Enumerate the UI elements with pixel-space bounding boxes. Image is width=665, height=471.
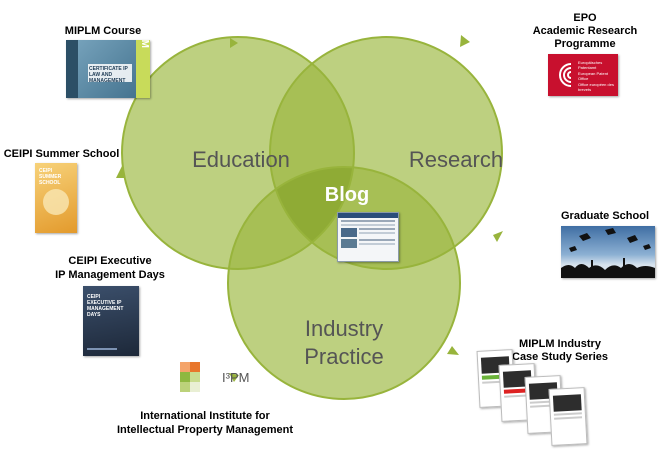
epo-arcs-icon [559,63,572,87]
epo-logo-text-1: Europäisches Patentamt [578,60,603,70]
i3pm-logo[interactable]: I³PM [180,362,270,392]
graduation-caps-icon [561,228,655,278]
ceipi-executive-label-1: CEIPI Executive [68,255,152,267]
education-title: Education [192,147,290,172]
education-industry-overlap [228,167,354,269]
miplm-industry-label-1: MIPLM Industry [519,338,601,350]
ceipi-executive-label-2: IP Management Days [55,269,165,281]
industry-title-line2: Practice [304,344,383,369]
i3pm-label-2: Intellectual Property Management [116,424,294,436]
arrow-icon [447,346,459,355]
blog-screenshot[interactable] [337,212,399,262]
case-study-stack[interactable] [476,349,618,450]
epo-label-2: Academic Research [532,25,638,37]
arrow-icon [116,166,125,178]
miplm-course-image[interactable]: CERTIFICATE IP LAW AND MANAGEMENT MIPLM [66,40,150,98]
industry-title-line1: Industry [305,316,383,341]
epo-logo[interactable]: Europäisches Patentamt European Patent O… [548,54,618,96]
ceipi-executive-image[interactable]: CEIPI EXECUTIVE IP MANAGEMENT DAYS [83,286,139,356]
graduate-school-label: Graduate School [560,210,650,222]
epo-logo-text-2: European Patent Office [578,71,609,81]
arrow-icon [230,38,238,48]
summer-thumb-text-2: SUMMER [39,174,62,180]
epo-logo-text-3: Office européen des brevets [578,82,614,92]
i3pm-logo-text: I³PM [222,370,250,385]
blog-title: Blog [325,184,369,206]
miplm-course-thumb-text: CERTIFICATE IP LAW AND MANAGEMENT [89,66,128,84]
exec-thumb-text-3: MANAGEMENT [87,306,124,312]
miplm-course-label: MIPLM Course [64,25,142,37]
miplm-side-text: MIPLM [139,40,150,48]
epo-label-3: Programme [554,38,616,50]
epo-label-1: EPO [573,12,597,24]
summer-thumb-text-3: SCHOOL [39,180,61,186]
ceipi-summer-school-image[interactable]: CEIPI SUMMER SCHOOL [35,163,77,233]
i3pm-label-1: International Institute for [140,410,270,422]
exec-thumb-text-4: DAYS [87,312,101,318]
ceipi-summer-school-label: CEIPI Summer School [3,148,120,160]
exec-thumb-text-1: CEIPI [87,294,101,300]
arrow-icon [229,373,239,382]
cycle-arrows [116,35,503,382]
graduate-school-image[interactable] [561,226,655,278]
research-title: Research [409,147,503,172]
miplm-industry-label-2: Case Study Series [512,351,608,363]
case-study-page [548,387,588,446]
arrow-icon [460,35,470,47]
arrow-icon [493,231,503,242]
exec-thumb-text-2: EXECUTIVE IP [87,300,122,306]
summer-thumb-text-1: CEIPI [39,168,53,174]
